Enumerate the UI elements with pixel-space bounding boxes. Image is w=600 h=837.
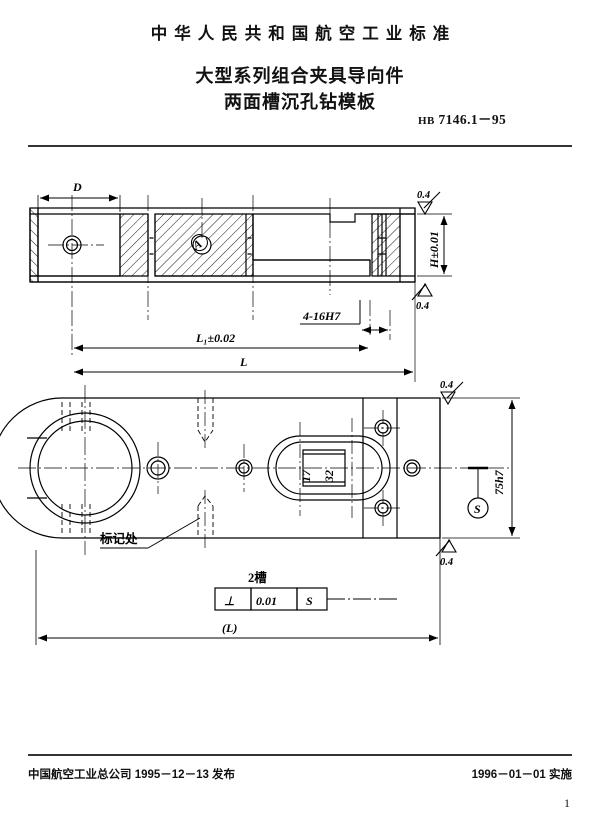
gdt-datum: S — [306, 594, 313, 608]
svg-text:0.4: 0.4 — [417, 190, 430, 201]
page-title-line1: 大型系列组合夹具导向件 — [195, 66, 405, 86]
svg-text:0.4: 0.4 — [440, 380, 453, 391]
surface-finish-bottom-plan: 0.4 — [435, 538, 457, 568]
surface-finish-bottom-section: 0.4 — [411, 282, 433, 312]
note-holes-label: 4-16H7 — [302, 309, 341, 323]
marking-note-label: 标记处 — [99, 531, 138, 546]
surface-finish-top-plan: 0.4 — [440, 380, 464, 406]
surface-finish-top-section: 0.4 — [417, 190, 441, 216]
slot-dim-b-label: 32 — [322, 470, 336, 483]
technical-drawing: A — [0, 180, 520, 645]
gdt-tolerance: 0.01 — [256, 594, 277, 608]
slot-dim-a-label: 17 — [299, 469, 313, 482]
footer-effective-date: 1996－01－01 实施 — [471, 769, 572, 781]
dim-L-ref-label: (L) — [222, 621, 237, 635]
dim-D-label: D — [72, 180, 82, 194]
dim-L-label: L — [239, 355, 247, 369]
gdt-symbol: ⊥ — [224, 594, 234, 608]
header-divider-rule — [28, 145, 572, 147]
page-title-line2: 两面槽沉孔钻模板 — [224, 92, 376, 112]
svg-text:0.4: 0.4 — [416, 301, 429, 312]
footer-publisher: 中国航空工业总公司 1995－12－13 发布 — [28, 769, 236, 781]
datum-symbol-S: S — [467, 466, 489, 519]
marking-note-leader — [100, 517, 201, 549]
footer-divider-rule — [28, 754, 572, 756]
gdt-title-label: 2槽 — [248, 570, 267, 585]
standard-code: HB 7146.1－95 — [418, 108, 506, 128]
svg-text:S: S — [474, 502, 481, 516]
dim-H-label: H±0.01 — [427, 231, 441, 269]
gdt-feature-control-frame: ⊥ 0.01 S — [214, 587, 400, 611]
dim-width-label: 75h7 — [492, 469, 506, 495]
standard-code-prefix: HB — [418, 115, 435, 127]
standard-code-number: 7146.1－95 — [438, 112, 507, 127]
dim-L1-label: L₁±0.02 — [195, 331, 235, 345]
svg-text:0.4: 0.4 — [440, 557, 453, 568]
page-number: 1 — [564, 796, 570, 810]
standard-org-heading: 中华人民共和国航空工业标准 — [150, 25, 457, 43]
